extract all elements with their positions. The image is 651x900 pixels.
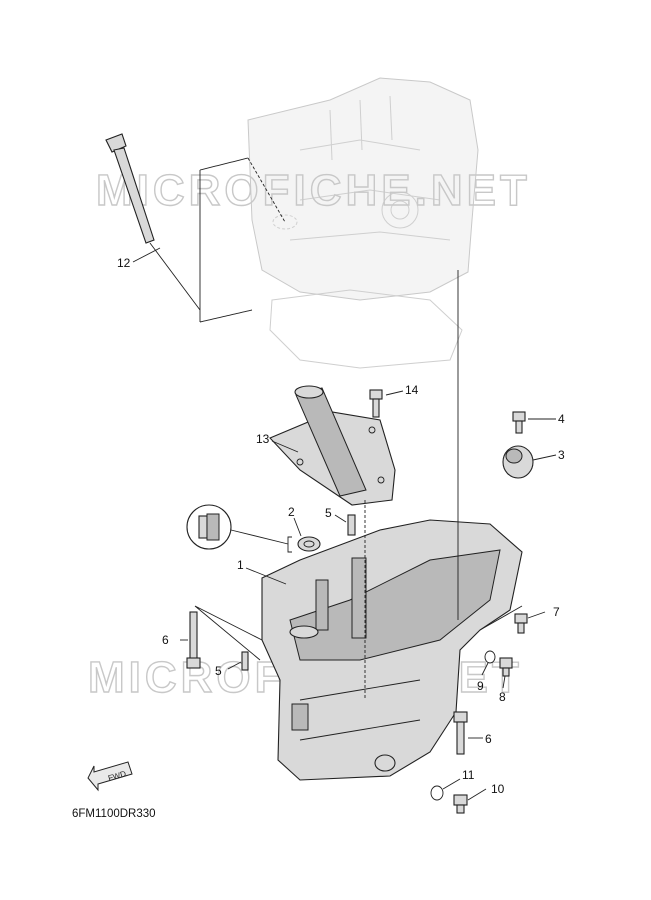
bolt-part-6-left [186,611,201,669]
bolt-part-6-right [453,711,468,755]
washer-part-11 [430,785,444,801]
callout-1: 1 [237,558,244,572]
dowel-pin-upper [347,514,356,536]
callout-12: 12 [117,256,131,270]
bolt-part-4 [512,411,526,434]
oil-strainer-part-13 [269,385,396,506]
callout-11: 11 [462,768,475,782]
power-head-ghost [247,77,479,301]
diagram-code: 6FM1100DR330 [72,808,156,820]
watermark-top: MICROFICHE.NET [96,166,531,215]
callout-9: 9 [477,679,484,693]
fwd-arrow-icon: FWD [87,761,133,792]
bolt-part-14 [369,389,383,418]
callout-7: 7 [553,605,560,619]
callout-13: 13 [256,432,270,446]
callout-5-lower: 5 [215,664,222,678]
callout-3: 3 [558,448,565,462]
callout-6-right: 6 [485,732,492,746]
callout-4: 4 [558,412,565,426]
dipstick-part-12 [105,133,286,323]
bolt-part-7 [479,605,528,634]
callout-8: 8 [499,690,506,704]
callout-5-upper: 5 [325,506,332,520]
plug-part-8 [499,657,513,677]
dowel-pin-lower [241,651,249,671]
callout-2: 2 [288,505,295,519]
callout-6-left: 6 [162,633,169,647]
callout-leaders [132,247,557,801]
gasket-ghost [269,289,463,369]
callout-14: 14 [405,383,419,397]
callout-10: 10 [491,782,505,796]
oil-pan-part-1 [261,519,523,781]
washer-part-9 [484,650,496,664]
cover-part-3 [502,445,534,479]
leader-bolt-6-left [194,605,263,661]
drain-plug-part-10 [453,794,468,814]
seal-part-2 [287,536,321,553]
inset-detail-circle [186,504,289,550]
